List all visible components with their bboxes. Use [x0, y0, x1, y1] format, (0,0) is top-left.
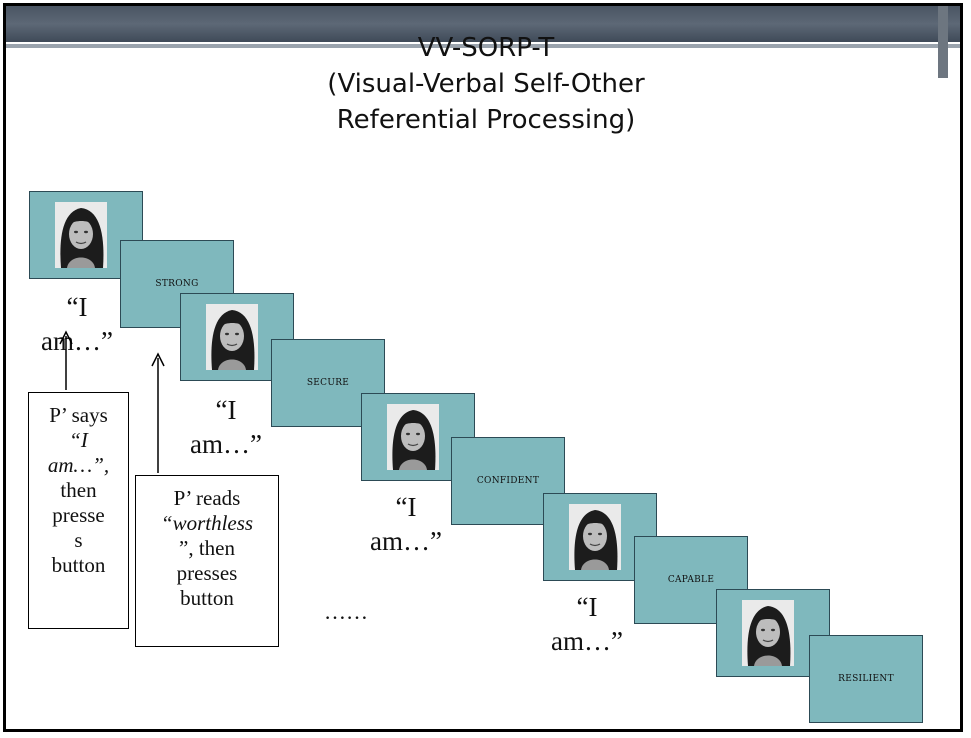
instruction-line: P’ says: [49, 403, 108, 427]
ellipsis-continuation: ……: [324, 599, 368, 624]
trait-word: SECURE: [306, 378, 350, 388]
face-photo-icon: [742, 600, 794, 666]
trait-word: CONFIDENT: [476, 476, 540, 486]
i-am-label: “I am…”: [181, 393, 271, 461]
instruction-line: ”, then: [179, 536, 235, 560]
slide: VV-SORP-T (Visual-Verbal Self-Other Refe…: [3, 3, 963, 732]
slide-title: VV-SORP-T (Visual-Verbal Self-Other Refe…: [6, 30, 960, 138]
instruction-line: then: [60, 478, 97, 502]
trait-word: RESILIENT: [838, 674, 894, 684]
header-notch: [938, 6, 948, 78]
i-am-line-2: am…”: [190, 429, 262, 459]
instruction-line: presse: [52, 503, 105, 527]
title-line-3: Referential Processing): [336, 105, 636, 135]
stimulus-card-photo: [716, 589, 830, 677]
arrow-up-icon: [59, 330, 73, 390]
instruction-line: “I: [69, 428, 88, 452]
arrow-up-icon: [151, 352, 165, 473]
face-photo-icon: [387, 404, 439, 470]
stimulus-card-word: RESILIENT: [809, 635, 923, 723]
header-bar: [6, 6, 960, 42]
i-am-line-1: “I: [215, 395, 237, 425]
instruction-line: P’ reads: [173, 486, 241, 510]
instruction-line: am…”,: [47, 453, 110, 477]
instruction-line: “worthless: [160, 511, 254, 535]
instruction-reads-box: P’ reads “worthless ”, then presses butt…: [135, 475, 279, 647]
stimulus-card-photo: [543, 493, 657, 581]
i-am-line-2: am…”: [41, 326, 113, 356]
i-am-line-1: “I: [66, 292, 88, 322]
header-rule: [6, 44, 960, 48]
face-photo-icon: [206, 304, 258, 370]
stimulus-card-photo: [29, 191, 143, 279]
instruction-line: presses: [176, 561, 238, 585]
instruction-says-box: P’ says “I am…”, then presse s button: [28, 392, 129, 629]
stimulus-card-word: SECURE: [271, 339, 385, 427]
i-am-line-1: “I: [395, 492, 417, 522]
instruction-line: s: [74, 528, 83, 552]
i-am-label: “I am…”: [32, 290, 122, 358]
title-line-2: (Visual-Verbal Self-Other: [327, 69, 645, 99]
i-am-label: “I am…”: [361, 490, 451, 558]
trait-word: STRONG: [155, 279, 199, 289]
trait-word: CAPABLE: [667, 575, 715, 585]
face-photo-icon: [55, 202, 107, 268]
instruction-line: button: [51, 553, 106, 577]
title-line-1: VV-SORP-T: [417, 33, 555, 63]
instruction-line: button: [180, 586, 234, 610]
face-photo-icon: [569, 504, 621, 570]
i-am-line-2: am…”: [370, 526, 442, 556]
i-am-line-2: am…”: [551, 626, 623, 656]
arrows-layer: [59, 330, 165, 473]
i-am-label: “I am…”: [542, 590, 632, 658]
i-am-line-1: “I: [576, 592, 598, 622]
